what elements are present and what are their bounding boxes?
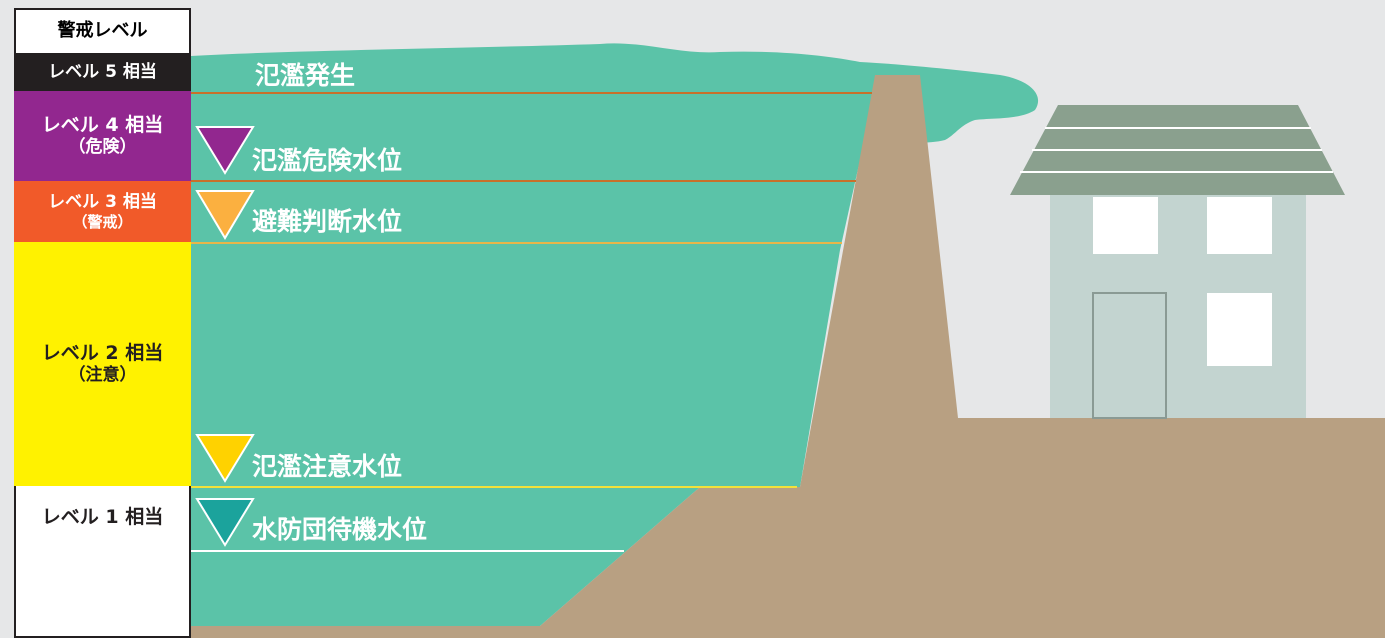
house-window <box>1207 197 1272 254</box>
level-4-label: レベル 4 相当 <box>41 113 164 136</box>
house-window <box>1207 293 1272 366</box>
level-2-sub: （注意） <box>68 365 137 386</box>
house-door <box>1092 292 1167 419</box>
level-5-label: レベル 5 相当 <box>48 62 157 83</box>
level-3-label: レベル 3 相当 <box>48 191 157 212</box>
water-level-marker <box>195 434 255 483</box>
water-level-label-danger: 氾濫危険水位 <box>252 146 403 175</box>
level-3-sub: （警戒） <box>72 212 133 231</box>
water-level-label-flood: 氾濫発生 <box>255 61 356 90</box>
level-2-cell: レベル 2 相当 （注意） <box>14 242 191 486</box>
level-column-header-text: 警戒レベル <box>57 20 148 42</box>
level-column-header: 警戒レベル <box>14 8 191 55</box>
levee <box>191 75 1385 638</box>
river-water <box>191 43 1039 626</box>
house-window <box>1093 197 1158 254</box>
water-level-label-caution: 氾濫注意水位 <box>252 452 403 481</box>
level-2-label: レベル 2 相当 <box>41 341 164 364</box>
water-level-label-evacuation: 避難判断水位 <box>252 207 403 236</box>
water-level-label-standby: 水防団待機水位 <box>252 515 428 544</box>
level-4-sub: （危険） <box>68 137 137 158</box>
level-4-cell: レベル 4 相当 （危険） <box>14 91 191 181</box>
level-1-label: レベル 1 相当 <box>41 506 164 528</box>
level-1-cell: レベル 1 相当 <box>14 486 191 638</box>
water-level-marker <box>195 190 255 240</box>
water-level-marker <box>195 498 255 547</box>
level-3-cell: レベル 3 相当 （警戒） <box>14 181 191 242</box>
house <box>1010 105 1345 419</box>
water-level-marker <box>195 126 255 175</box>
level-5-cell: レベル 5 相当 <box>14 55 191 91</box>
